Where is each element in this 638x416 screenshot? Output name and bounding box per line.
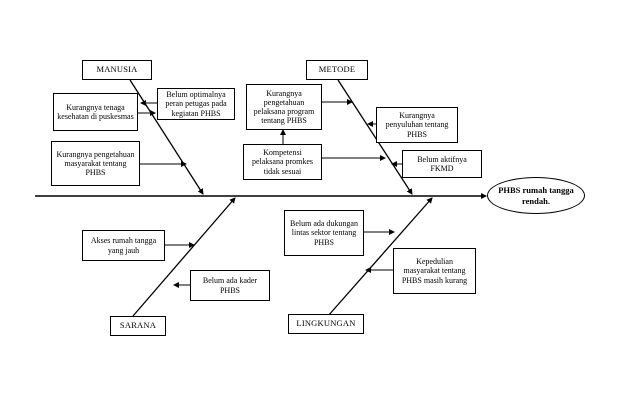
category-metode: METODE xyxy=(306,60,368,80)
cause-label: Belum ada dukungan lintas sektor tentang… xyxy=(290,219,358,247)
effect-oval: PHBS rumah tangga rendah. xyxy=(487,177,585,214)
category-manusia-label: MANUSIA xyxy=(96,64,138,75)
category-metode-label: METODE xyxy=(318,64,356,75)
cause-label: Belum aktifnya FKMD xyxy=(417,154,467,173)
category-sarana: SARANA xyxy=(110,316,166,336)
cause-box: Belum aktifnya FKMD xyxy=(402,150,482,178)
cause-label: Kurangnya penyuluhan tentang PHBS xyxy=(385,111,449,139)
cause-box: Kepedulian masyarakat tentang PHBS masih… xyxy=(393,248,476,294)
category-lingkungan: LINGKUNGAN xyxy=(288,314,364,334)
cause-box: Kurangnya pengetahuan pelaksana program … xyxy=(246,84,322,130)
bone-lingkungan xyxy=(327,197,433,317)
category-lingkungan-label: LINGKUNGAN xyxy=(296,318,356,329)
cause-label: Kurangnya tenaga kesehatan di puskesmas xyxy=(57,102,134,121)
cause-box: Kurangnya pengetahuan masyarakat tentang… xyxy=(51,141,140,186)
cause-box: Belum optimalnya peran petugas pada kegi… xyxy=(157,88,235,120)
bone-sarana xyxy=(132,197,236,317)
cause-label: Kompetensi pelaksana promkes tidak sesua… xyxy=(251,148,314,176)
cause-box: Kompetensi pelaksana promkes tidak sesua… xyxy=(243,144,322,180)
cause-box: Kurangnya tenaga kesehatan di puskesmas xyxy=(53,93,138,131)
effect-label: PHBS rumah tangga rendah. xyxy=(498,184,574,206)
cause-label: Belum ada kader PHBS xyxy=(202,276,258,295)
cause-label: Belum optimalnya peran petugas pada kegi… xyxy=(165,90,227,118)
cause-label: Kepedulian masyarakat tentang PHBS masih… xyxy=(401,257,468,285)
cause-label: Kurangnya pengetahuan pelaksana program … xyxy=(253,88,315,126)
category-sarana-label: SARANA xyxy=(119,320,157,331)
category-manusia: MANUSIA xyxy=(82,60,152,80)
cause-box: Belum ada dukungan lintas sektor tentang… xyxy=(284,210,364,256)
cause-box: Kurangnya penyuluhan tentang PHBS xyxy=(376,107,458,143)
bone-manusia xyxy=(129,79,204,195)
cause-label: Kurangnya pengetahuan masyarakat tentang… xyxy=(56,149,135,178)
cause-box: Belum ada kader PHBS xyxy=(190,270,270,301)
cause-label: Akses rumah tangga yang jauh xyxy=(90,236,157,255)
cause-box: Akses rumah tangga yang jauh xyxy=(82,230,165,261)
